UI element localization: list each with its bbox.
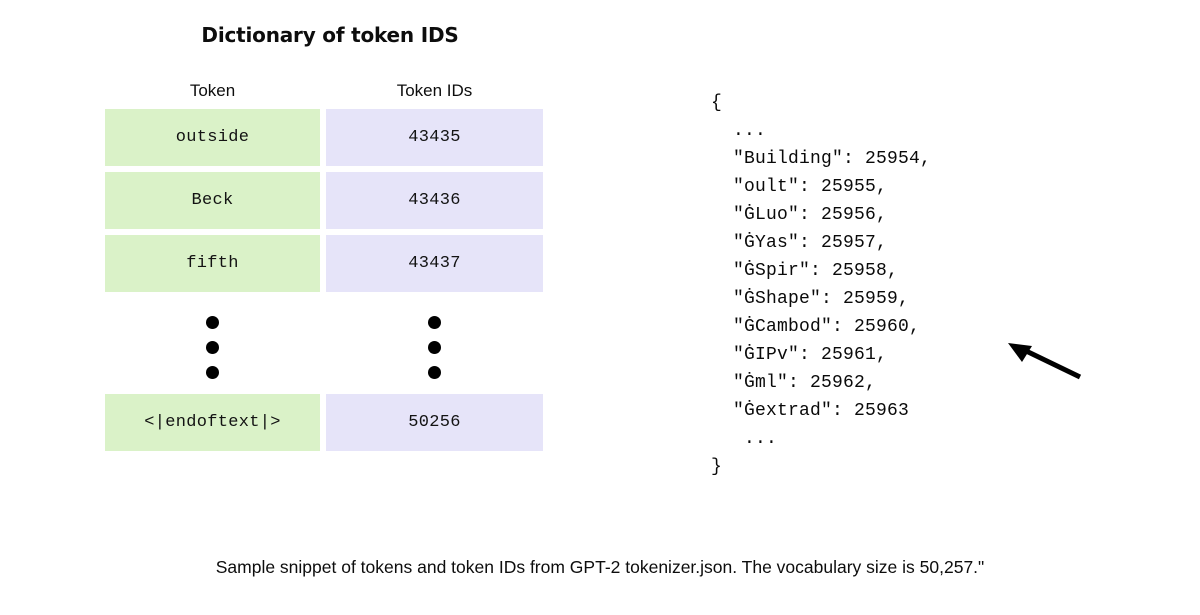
- tokenizer-json-snippet: { ... "Building": 25954, "oult": 25955, …: [711, 93, 932, 477]
- table-row: outside 43435: [105, 109, 543, 166]
- dot-icon: [206, 315, 219, 329]
- column-header-token: Token: [189, 81, 236, 100]
- annotation-arrow-icon: [1008, 343, 1082, 380]
- dot-icon: [428, 365, 441, 379]
- table-cell-token-id: 43437: [326, 235, 543, 292]
- table-row: Beck 43436: [105, 172, 543, 229]
- table-cell-token: <|endoftext|>: [105, 394, 320, 451]
- page-title: Dictionary of token IDS: [201, 23, 459, 47]
- dot-icon: [206, 340, 219, 354]
- table-cell-token: Beck: [105, 172, 320, 229]
- table-header-row: Token Token IDs: [105, 80, 543, 109]
- table-cell-token-id: 43436: [326, 172, 543, 229]
- dot-icon: [428, 340, 441, 354]
- figure-caption: Sample snippet of tokens and token IDs f…: [215, 557, 985, 577]
- vertical-ellipsis-icon-token-column: [105, 298, 320, 394]
- dot-icon: [428, 315, 441, 329]
- table-cell-token-id: 50256: [326, 394, 543, 451]
- table-cell-token: outside: [105, 109, 320, 166]
- table-ellipsis-row: [105, 298, 543, 394]
- token-id-table: Token Token IDs outside 43435 Beck 43436…: [105, 80, 543, 457]
- table-row: fifth 43437: [105, 235, 543, 292]
- table-row-endoftext: <|endoftext|> 50256: [105, 394, 543, 451]
- table-cell-token-id: 43435: [326, 109, 543, 166]
- dot-icon: [206, 365, 219, 379]
- table-cell-token: fifth: [105, 235, 320, 292]
- column-header-token-ids: Token IDs: [396, 81, 473, 100]
- vertical-ellipsis-icon-id-column: [326, 298, 543, 394]
